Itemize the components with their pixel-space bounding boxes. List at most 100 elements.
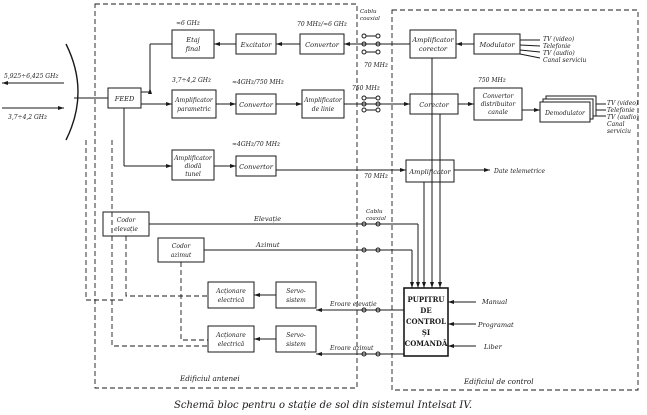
az-encoder-label-2: azimut	[171, 252, 192, 259]
freq-rx-in-label: 3,7÷4,2 GHz	[172, 77, 212, 84]
arrow-console-1-icon	[430, 282, 434, 288]
freq-6ghz-label: ≈6 GHz	[176, 20, 201, 27]
figure-caption: Schemă bloc pentru o stație de sol din s…	[174, 400, 472, 411]
arrow-to-final-icon	[214, 42, 220, 46]
tx-in-line-4	[519, 53, 541, 59]
az-actuator-label-2: electrică	[218, 341, 245, 348]
cable-top-label-2: coaxial	[360, 16, 380, 22]
freq-70-6ghz-label: 70 MHz/≈6 GHz	[297, 21, 348, 28]
feed-label: FEED	[114, 95, 135, 103]
az-servo-block	[275, 325, 317, 353]
tunnel-amp-label-1: Amplificator	[173, 155, 213, 162]
arrow-act-az-icon	[254, 337, 260, 341]
cable-mid-label-1: Cablu	[366, 209, 383, 215]
arrow-manual-icon	[448, 300, 454, 304]
arrow-err-az-icon	[316, 352, 322, 356]
distributor-label-1: Convertor	[483, 93, 515, 100]
distributor-label-2: distribuitor	[481, 101, 517, 108]
mode-manual-label: Manual	[481, 298, 507, 306]
elev-encoder-label-1: Codor	[117, 217, 137, 224]
exciter-label: Excitator	[240, 41, 273, 49]
cable-top-label-1: Cablu	[360, 9, 377, 15]
tm-converter-label: Convertor	[239, 163, 274, 171]
coax-connectors-mid	[361, 95, 381, 113]
rx-output-tv-video: TV (video)	[607, 100, 639, 107]
az-encoder-label-1: Codor	[172, 243, 192, 250]
telemetry-label: Date telemetrice	[493, 168, 545, 175]
param-amp-label-1: Amplificator	[174, 97, 214, 104]
freq-4ghz-70-label: ≈4GHz/70 MHz	[232, 141, 281, 148]
coax-connectors-top	[361, 33, 381, 55]
arrow-console-3-icon	[422, 282, 426, 288]
tm-amp-label: Amplificator	[408, 168, 451, 176]
corrector-amp-block	[409, 29, 457, 59]
elev-actuator-label-1: Acționare	[215, 288, 246, 295]
arrow-to-line-amp-icon	[296, 102, 302, 106]
freq-70-b-label: 70 MHz	[364, 173, 389, 180]
elev-actuator-block	[207, 281, 255, 309]
azimuth-encoder-block	[157, 237, 205, 263]
dish-elev-link	[85, 140, 126, 301]
rx-output-service: serviciu	[607, 128, 631, 135]
arrow-to-tm-amp-icon	[400, 168, 406, 172]
console-block	[403, 287, 449, 357]
rx-output-telephony: Telefonie	[607, 107, 635, 114]
arrow-to-exciter-icon	[276, 42, 282, 46]
arrow-err-elev-icon	[316, 308, 322, 312]
final-stage-block	[171, 29, 215, 59]
tx-input-tv-audio: TV (audio)	[543, 50, 575, 57]
az-actuator-label-1: Acționare	[215, 332, 246, 339]
console-label-1: PUPITRU	[407, 295, 444, 304]
arrow-to-demod-icon	[534, 108, 540, 112]
arrow-to-corrector-icon	[404, 102, 410, 106]
corrector-label: Corector	[419, 101, 449, 109]
param-amp-block	[171, 89, 217, 119]
error-az-label: Eroare azimut	[329, 345, 374, 352]
corrector-amp-label-2: corector	[419, 45, 448, 53]
azimuth-label: Azimut	[255, 241, 280, 249]
arrow-to-param-icon	[166, 102, 172, 106]
rx-output-channel: Canal	[607, 121, 625, 128]
arrow-to-feed-icon	[148, 88, 152, 94]
console-label-4: ȘI	[422, 328, 430, 337]
console-label-2: DE	[420, 306, 431, 315]
elev-servo-label-2: sistem	[286, 297, 306, 304]
arrow-to-rx-converter-icon	[230, 102, 236, 106]
rx-output-tv-audio: TV (audio)	[607, 114, 639, 121]
distributor-block	[473, 87, 523, 121]
antenna-building-outline	[94, 3, 358, 389]
line-amp-label-1: Amplificator	[303, 97, 343, 104]
mode-programmed-label: Programat	[477, 321, 514, 329]
mode-free-label: Liber	[483, 343, 503, 351]
line-amp-label-2: de linie	[312, 106, 335, 113]
arrow-to-tunnel-icon	[166, 164, 172, 168]
arrow-to-tx-converter-icon	[344, 42, 350, 46]
elev-encoder-label-2: elevație	[114, 226, 138, 233]
rx-band-label: 3,7÷4,2 GHz	[8, 114, 48, 121]
coax-connectors-servo	[361, 307, 381, 357]
tx-band-label: 5,925÷6,425 GHz	[4, 73, 59, 80]
tx-in-line-3	[519, 49, 541, 53]
tx-input-telephony: Telefonie	[543, 43, 571, 50]
az-servo-label-2: sistem	[286, 341, 306, 348]
rx-converter-label: Convertor	[239, 101, 274, 109]
arrow-to-tm-converter-icon	[230, 164, 236, 168]
tx-in-line-2	[519, 44, 541, 47]
arrow-act-elev-icon	[254, 293, 260, 297]
tx-input-service: Canal serviciu	[543, 57, 587, 64]
final-stage-label-1: Etaj	[185, 36, 199, 44]
freq-750-a-label: 750 MHz	[352, 85, 381, 92]
control-building-label: Edificiul de control	[463, 377, 534, 386]
az-actuator-block	[207, 325, 255, 353]
tx-converter-label: Convertor	[305, 41, 340, 49]
tunnel-amp-block	[171, 149, 215, 181]
freq-4ghz-750-label: ≈4GHz/750 MHz	[232, 79, 285, 86]
console-label-5: COMANDĂ	[405, 339, 448, 348]
arrow-to-corrector-amp-icon	[456, 42, 462, 46]
tx-input-tv-video: TV (video)	[543, 36, 575, 43]
tunnel-amp-label-3: tunel	[185, 171, 201, 178]
arrow-telemetry-icon	[484, 168, 490, 172]
distributor-label-3: canale	[488, 109, 508, 116]
